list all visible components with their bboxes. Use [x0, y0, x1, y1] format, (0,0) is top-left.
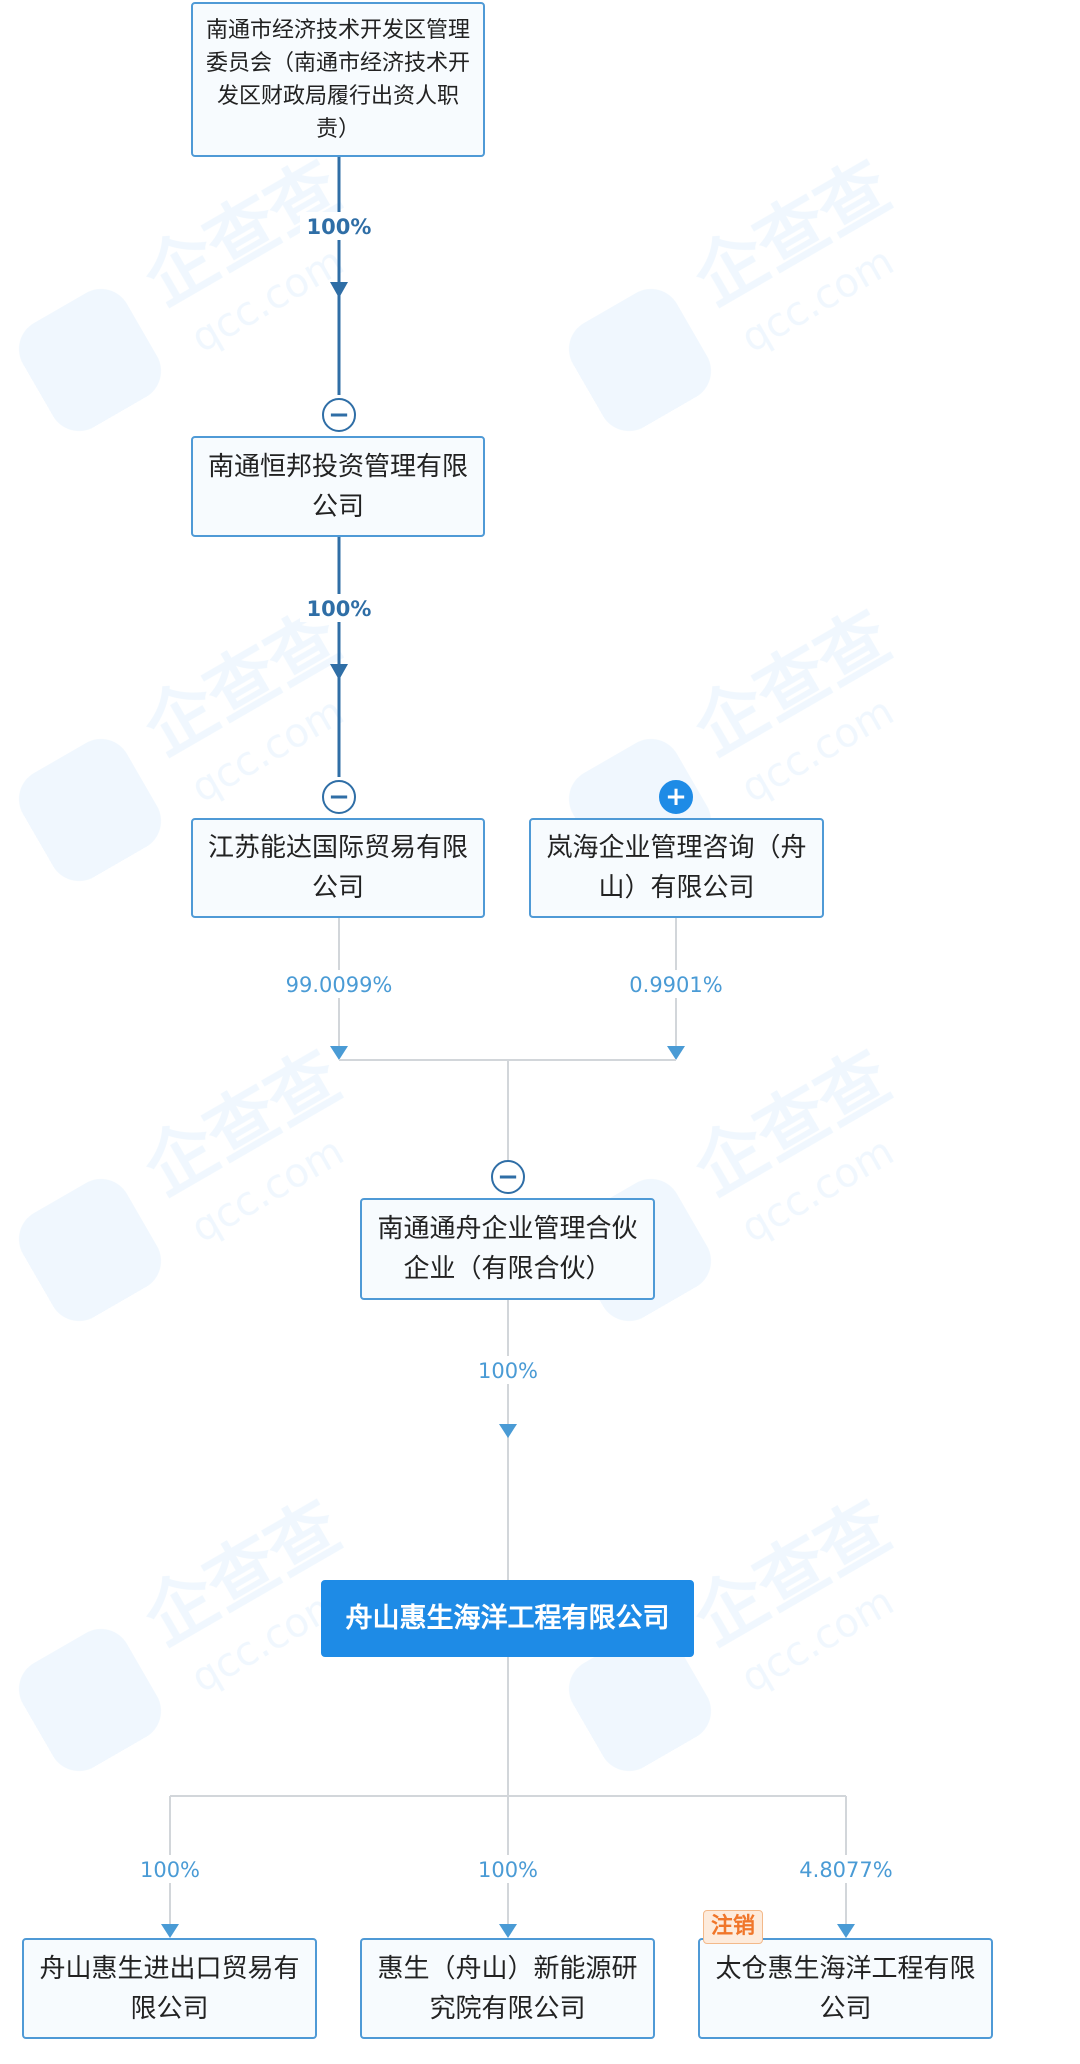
collapse-toggle-hengbang[interactable]: − [322, 398, 356, 432]
node-label: 江苏能达国际贸易有限公司 [207, 833, 468, 903]
watermark-logo [569, 289, 711, 431]
plus-icon: + [665, 782, 687, 812]
arrow-icon [667, 1046, 685, 1060]
arrow-icon [330, 282, 348, 298]
watermark-logo [19, 1629, 161, 1771]
edge-label: 4.8077% [799, 1858, 892, 1882]
watermark-logo [19, 739, 161, 881]
node-top-shareholder[interactable]: 南通市经济技术开发区管理委员会（南通市经济技术开发区财政局履行出资人职责） [191, 2, 485, 157]
status-badge-deregistered: 注销 [703, 1910, 764, 1944]
arrow-icon [330, 664, 348, 680]
node-lanhai[interactable]: 岚海企业管理咨询（舟山）有限公司 [529, 818, 824, 918]
edge-tongzhou-to-focus: 100% [472, 1300, 544, 1580]
node-tongzhou[interactable]: 南通通舟企业管理合伙企业（有限合伙） [360, 1198, 655, 1300]
edge-label: 99.0099% [286, 973, 393, 997]
arrow-icon [499, 1424, 517, 1438]
edge-focus-to-taicang: 4.8077% [796, 1796, 896, 1938]
watermark-logo [19, 1179, 161, 1321]
node-label: 南通市经济技术开发区管理委员会（南通市经济技术开发区财政局履行出资人职责） [205, 17, 470, 142]
node-label: 南通通舟企业管理合伙企业（有限合伙） [377, 1214, 638, 1284]
node-focus-company[interactable]: 舟山惠生海洋工程有限公司 [321, 1580, 694, 1657]
node-nengda[interactable]: 江苏能达国际贸易有限公司 [191, 818, 485, 918]
arrow-icon [330, 1046, 348, 1060]
node-hengbang[interactable]: 南通恒邦投资管理有限公司 [191, 436, 485, 537]
merge-connector [339, 1059, 676, 1160]
minus-icon: − [328, 782, 350, 812]
expand-toggle-lanhai[interactable]: + [659, 780, 693, 814]
node-label: 惠生（舟山）新能源研究院有限公司 [377, 1953, 638, 2024]
edge-label: 100% [307, 215, 372, 239]
edge-top-to-hengbang: 100% [300, 155, 378, 395]
minus-icon: − [328, 400, 350, 430]
edge-label: 100% [307, 597, 372, 621]
edge-label: 100% [478, 1359, 538, 1383]
watermark-logo [569, 1629, 711, 1771]
node-label: 舟山惠生进出口贸易有限公司 [39, 1953, 300, 2024]
collapse-toggle-tongzhou[interactable]: − [491, 1160, 525, 1194]
edge-label: 0.9901% [629, 973, 722, 997]
badge-label: 注销 [711, 1914, 756, 1939]
node-sub-trade[interactable]: 舟山惠生进出口贸易有限公司 [22, 1938, 317, 2039]
node-sub-taicang[interactable]: 太仓惠生海洋工程有限公司 [698, 1938, 993, 2039]
edge-focus-to-trade: 100% [134, 1796, 206, 1938]
watermark-logo [19, 289, 161, 431]
edge-lanhai-to-tongzhou: 0.9901% [626, 918, 726, 1060]
edge-focus-to-energy: 100% [472, 1796, 544, 1938]
edge-label: 100% [478, 1858, 538, 1882]
arrow-icon [837, 1924, 855, 1938]
node-label: 南通恒邦投资管理有限公司 [207, 451, 468, 522]
collapse-toggle-nengda[interactable]: − [322, 780, 356, 814]
arrow-icon [161, 1924, 179, 1938]
node-label: 舟山惠生海洋工程有限公司 [345, 1602, 670, 1634]
minus-icon: − [497, 1162, 519, 1192]
node-sub-energy[interactable]: 惠生（舟山）新能源研究院有限公司 [360, 1938, 655, 2039]
arrow-icon [499, 1924, 517, 1938]
edge-nengda-to-tongzhou: 99.0099% [282, 918, 396, 1060]
edge-label: 100% [140, 1858, 200, 1882]
edge-hengbang-to-nengda: 100% [300, 537, 378, 777]
node-label: 太仓惠生海洋工程有限公司 [715, 1953, 976, 2024]
node-label: 岚海企业管理咨询（舟山）有限公司 [546, 833, 807, 903]
